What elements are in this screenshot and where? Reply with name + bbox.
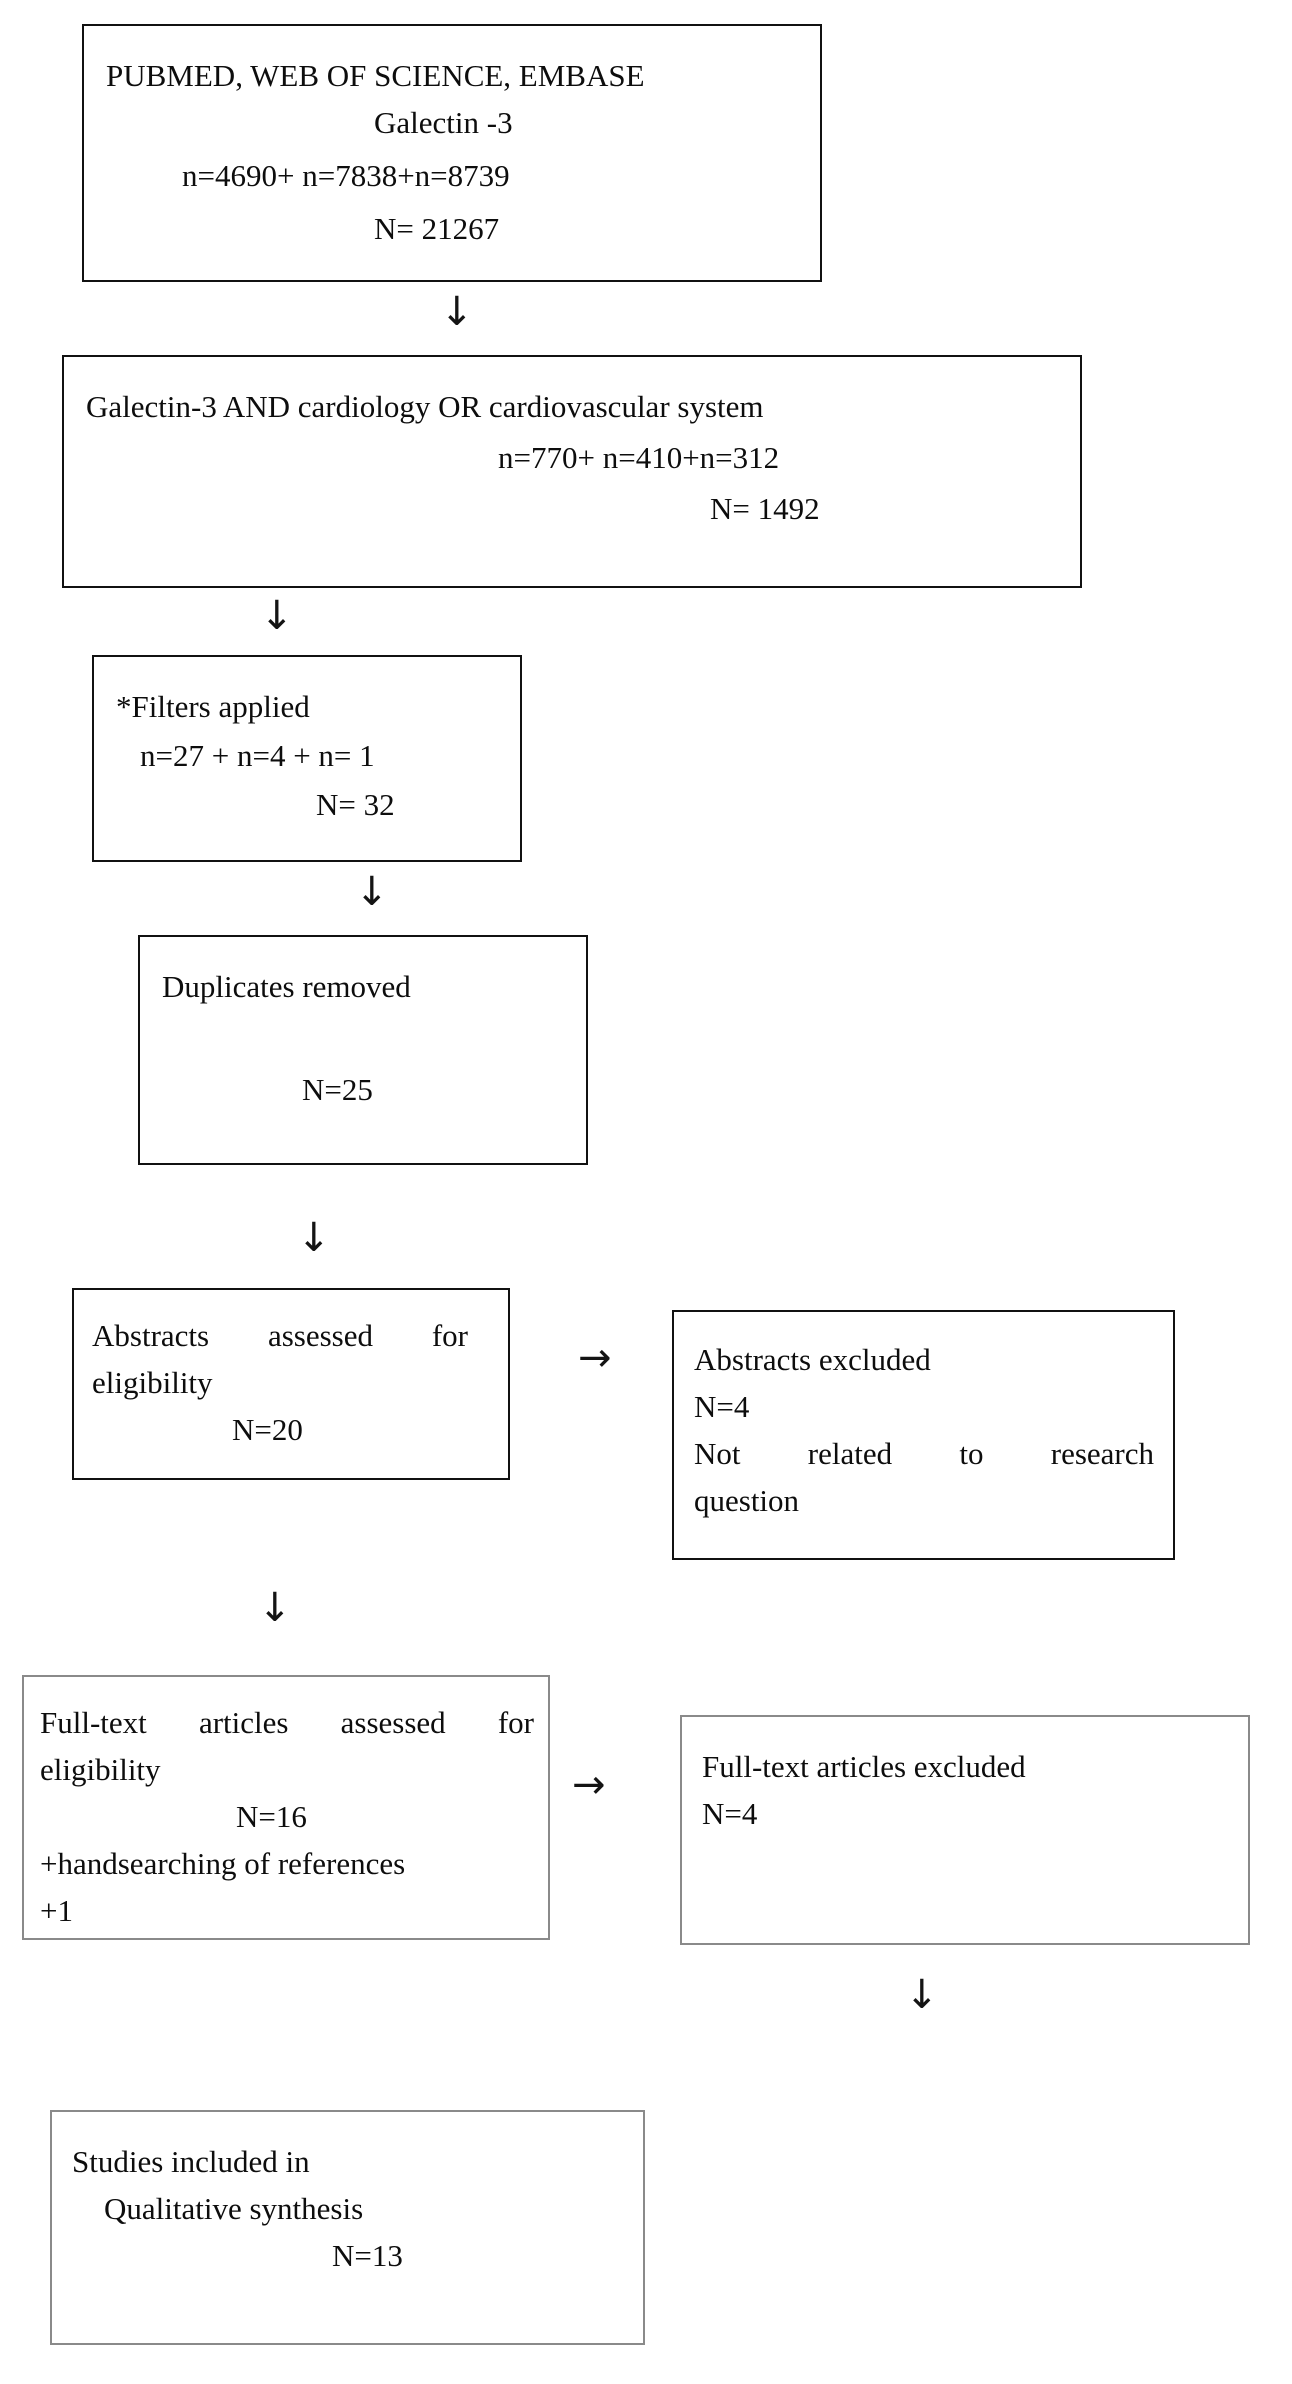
filters-applied-content: *Filters applied n=27 + n=4 + n= 1 N= 32 <box>94 657 520 846</box>
databases-line-2: Galectin -3 <box>374 105 513 141</box>
arrow-right-abstracts-excluded: → <box>578 1335 612 1381</box>
fulltext-assessed-line-5: +1 <box>40 1893 73 1929</box>
fulltext-assessed-box: Full-text articles assessed for eligibil… <box>22 1675 550 1940</box>
studies-included-line-2: Qualitative synthesis <box>104 2191 364 2227</box>
arrow-down-duplicates-to-abstracts: ↓ <box>297 1215 331 1261</box>
fulltext-excluded-line-2: N=4 <box>702 1796 758 1832</box>
fulltext-excluded-box: Full-text articles excluded N=4 <box>680 1715 1250 1945</box>
search-terms-line-2: n=770+ n=410+n=312 <box>498 440 780 476</box>
abstracts-excluded-line-1: Abstracts excluded <box>694 1342 931 1377</box>
arrow-down-abstracts-to-fulltext: ↓ <box>258 1585 292 1631</box>
databases-searched-content: PUBMED, WEB OF SCIENCE, EMBASE Galectin … <box>84 26 820 270</box>
abstracts-excluded-line-4: question <box>694 1483 800 1519</box>
fulltext-excluded-content: Full-text articles excluded N=4 <box>682 1717 1248 1851</box>
filters-line-3: N= 32 <box>316 787 395 823</box>
abstracts-assessed-line-1: Abstracts assessed for <box>92 1318 468 1353</box>
duplicates-line-1: Duplicates removed <box>162 969 411 1004</box>
databases-line-1: PUBMED, WEB OF SCIENCE, EMBASE <box>106 58 645 93</box>
abstracts-assessed-line-3: N=20 <box>232 1412 303 1448</box>
search-terms-content: Galectin-3 AND cardiology OR cardiovascu… <box>64 357 1080 550</box>
arrow-down-databases-to-search: ↓ <box>440 289 474 335</box>
search-terms-box: Galectin-3 AND cardiology OR cardiovascu… <box>62 355 1082 588</box>
abstracts-assessed-content: Abstracts assessed for eligibility N=20 <box>74 1290 508 1467</box>
abstracts-excluded-box: Abstracts excluded N=4 Not related to re… <box>672 1310 1175 1560</box>
arrow-down-fulltext-excluded-tail: ↓ <box>905 1972 939 2018</box>
databases-searched-box: PUBMED, WEB OF SCIENCE, EMBASE Galectin … <box>82 24 822 282</box>
fulltext-assessed-line-3: N=16 <box>236 1799 307 1835</box>
duplicates-removed-box: Duplicates removed N=25 <box>138 935 588 1165</box>
duplicates-line-2: N=25 <box>302 1072 373 1108</box>
search-terms-line-1: Galectin-3 AND cardiology OR cardiovascu… <box>86 389 764 424</box>
arrow-down-search-to-filters: ↓ <box>260 593 294 639</box>
abstracts-excluded-line-2: N=4 <box>694 1389 750 1425</box>
duplicates-removed-content: Duplicates removed N=25 <box>140 937 586 1131</box>
abstracts-excluded-content: Abstracts excluded N=4 Not related to re… <box>674 1312 1173 1538</box>
abstracts-excluded-line-3: Not related to research <box>694 1436 1154 1472</box>
filters-applied-box: *Filters applied n=27 + n=4 + n= 1 N= 32 <box>92 655 522 862</box>
arrow-right-fulltext-excluded: → <box>572 1762 606 1808</box>
databases-line-4: N= 21267 <box>374 211 500 247</box>
filters-line-2: n=27 + n=4 + n= 1 <box>140 738 375 774</box>
fulltext-assessed-content: Full-text articles assessed for eligibil… <box>24 1677 548 1947</box>
search-terms-line-3: N= 1492 <box>710 491 820 527</box>
arrow-down-filters-to-duplicates: ↓ <box>355 869 389 915</box>
studies-included-content: Studies included in Qualitative synthesi… <box>52 2112 643 2293</box>
fulltext-assessed-line-2: eligibility <box>40 1752 161 1788</box>
studies-included-box: Studies included in Qualitative synthesi… <box>50 2110 645 2345</box>
databases-line-3: n=4690+ n=7838+n=8739 <box>182 158 510 194</box>
studies-included-line-1: Studies included in <box>72 2144 310 2179</box>
fulltext-assessed-line-1: Full-text articles assessed for <box>40 1705 534 1740</box>
fulltext-excluded-line-1: Full-text articles excluded <box>702 1749 1026 1784</box>
studies-included-line-3: N=13 <box>332 2238 403 2274</box>
abstracts-assessed-box: Abstracts assessed for eligibility N=20 <box>72 1288 510 1480</box>
filters-line-1: *Filters applied <box>116 689 310 724</box>
fulltext-assessed-line-4: +handsearching of references <box>40 1846 406 1882</box>
abstracts-assessed-line-2: eligibility <box>92 1365 213 1401</box>
